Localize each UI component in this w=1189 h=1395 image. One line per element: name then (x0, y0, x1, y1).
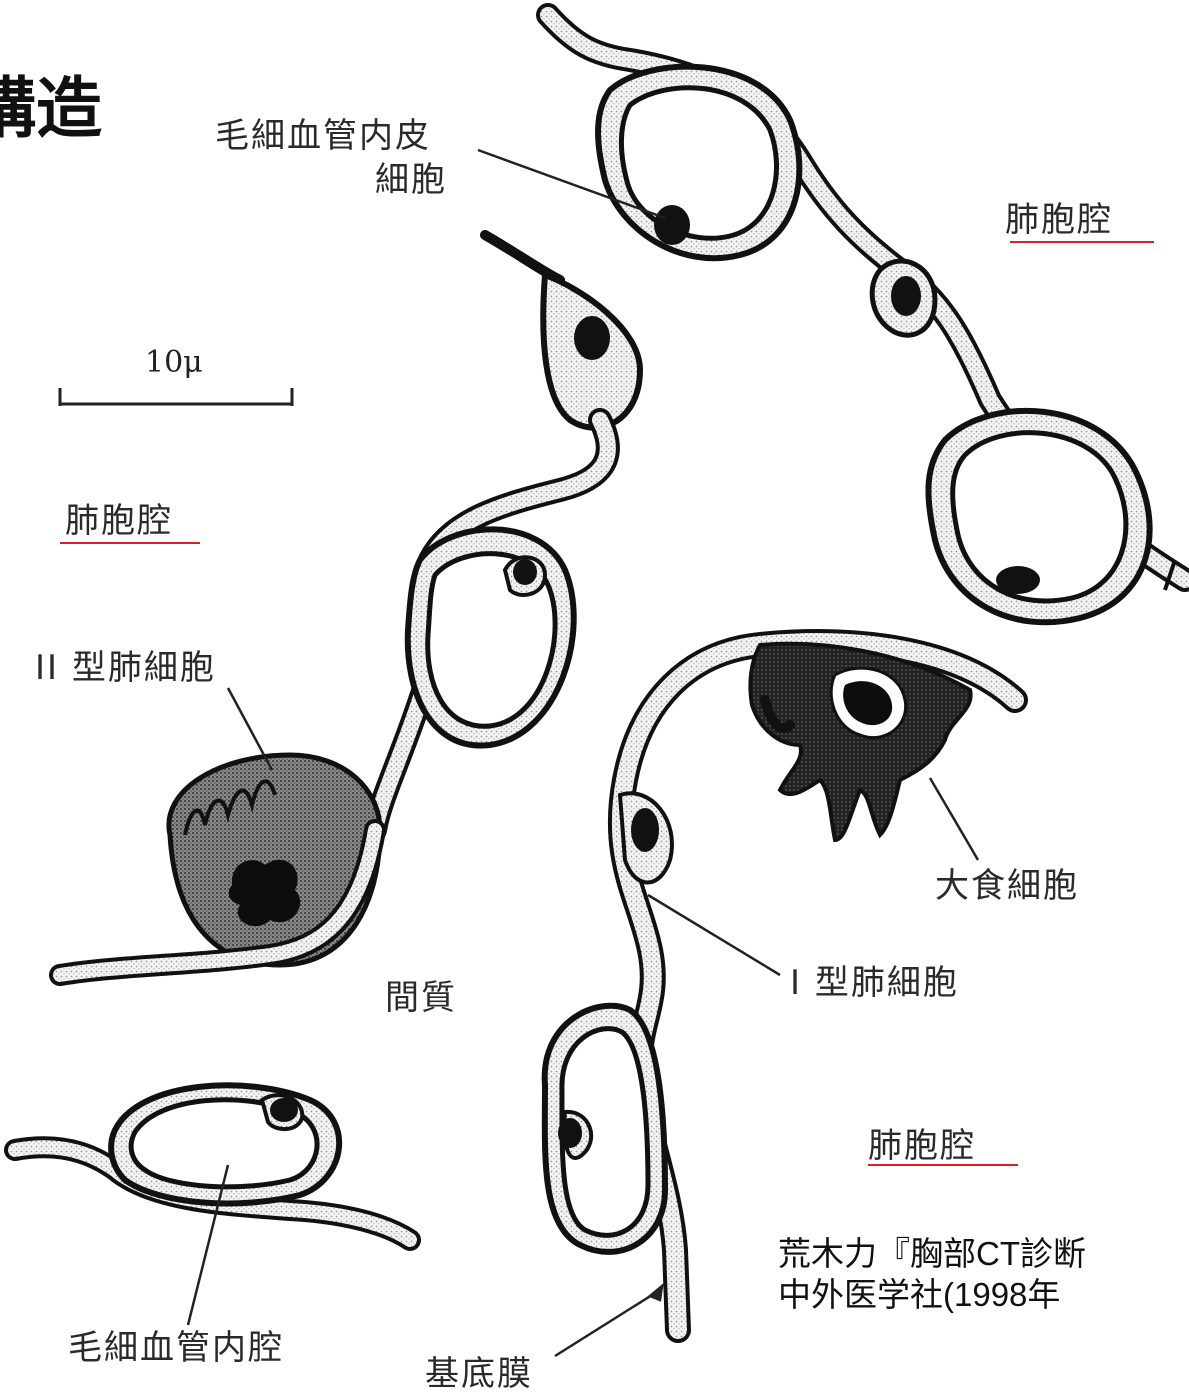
label-capillary-lumen: 毛細血管内腔 (68, 1320, 284, 1369)
scale-bar (60, 388, 292, 406)
label-macrophage: 大食細胞 (935, 858, 1079, 907)
bottom-left-capillary (15, 1085, 410, 1240)
label-capillary-endothelial-line2: 細胞 (375, 152, 447, 201)
scale-bar-label: 10μ (145, 345, 203, 380)
underline-alveolar-space-bottom-right (868, 1164, 1018, 1166)
label-alveolar-space-left: 肺胞腔 (65, 493, 173, 542)
label-alveolar-space-top-right: 肺胞腔 (1005, 192, 1113, 241)
underline-alveolar-space-top-right (1010, 241, 1154, 243)
label-type1-cell: I 型肺細胞 (790, 955, 959, 1004)
underline-alveolar-space-left (60, 542, 200, 544)
label-capillary-endothelial-line1: 毛細血管内皮 (215, 108, 431, 157)
page-title: 構造 (0, 55, 102, 151)
citation-line2: 中外医学社(1998年 (778, 1268, 1060, 1316)
label-type2-cell: II 型肺細胞 (35, 640, 216, 689)
label-alveolar-space-bottom-right: 肺胞腔 (868, 1118, 976, 1167)
top-right-wall (548, 15, 1185, 622)
label-basement-membrane: 基底膜 (425, 1346, 533, 1395)
label-interstitium: 間質 (385, 970, 457, 1019)
